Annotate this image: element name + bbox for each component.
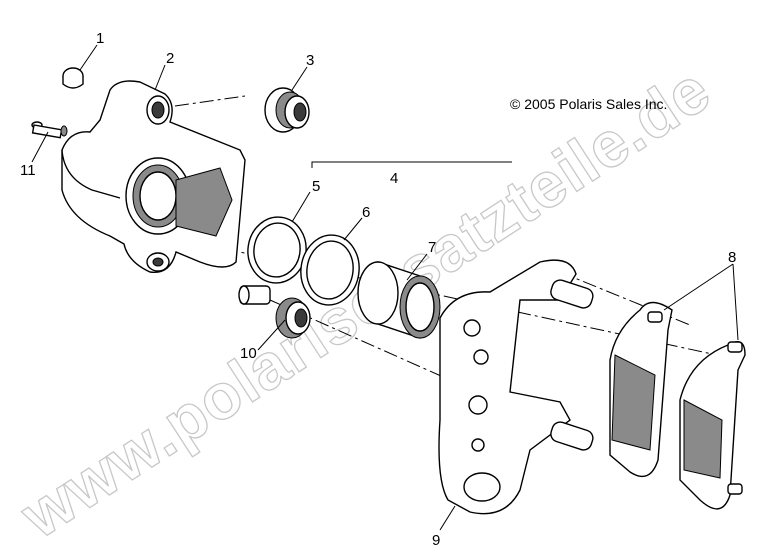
- caliper-body-part: [61, 80, 246, 274]
- leader-lines: [31, 44, 739, 531]
- callout-8: 8: [728, 249, 736, 266]
- mounting-bracket-part: [438, 259, 594, 515]
- callout-11: 11: [20, 162, 36, 179]
- piston-part: [357, 261, 441, 339]
- callout-4: 4: [390, 170, 398, 187]
- brake-pads-part: [609, 301, 746, 510]
- callout-9: 9: [432, 532, 440, 549]
- copyright-text: © 2005 Polaris Sales Inc.: [510, 96, 667, 112]
- dust-ring-part: [300, 234, 360, 306]
- boot-part: [264, 87, 310, 133]
- bleeder-cap-part: [62, 67, 84, 89]
- callout-10: 10: [240, 345, 257, 362]
- callout-1: 1: [96, 30, 104, 47]
- callout-2: 2: [166, 50, 174, 67]
- callout-3: 3: [306, 52, 314, 69]
- callout-7: 7: [428, 239, 436, 256]
- bleeder-screw-part: [31, 121, 68, 139]
- seal-ring-part: [247, 216, 307, 284]
- pin-boot-part: [238, 285, 311, 339]
- callout-5: 5: [312, 178, 320, 195]
- callout-6: 6: [362, 204, 370, 221]
